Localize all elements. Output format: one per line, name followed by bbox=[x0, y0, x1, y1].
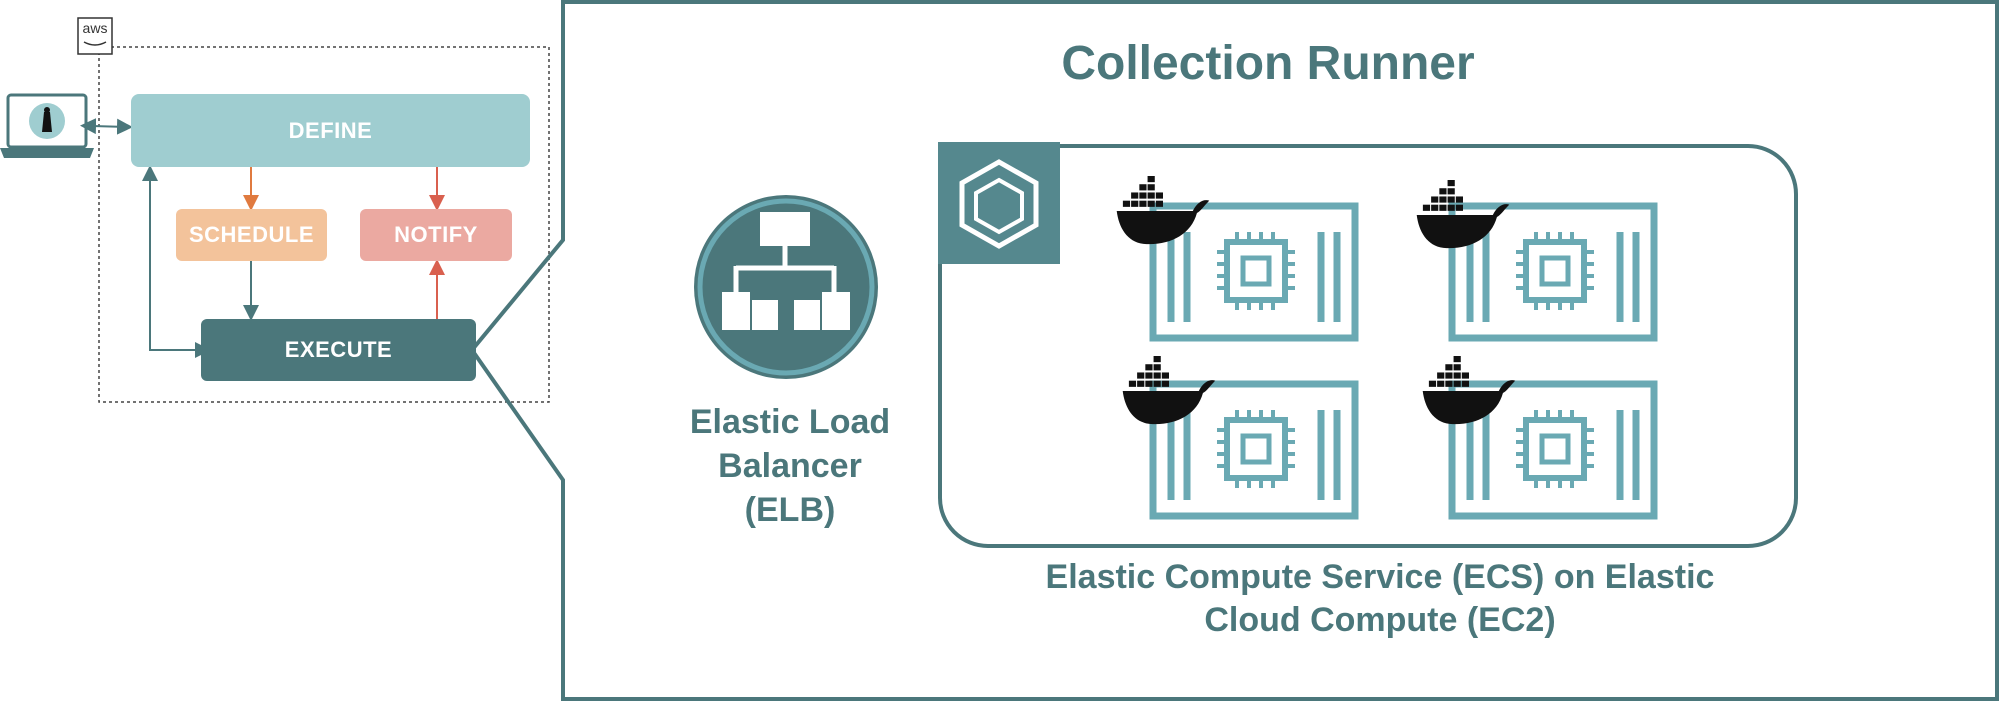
ecs-label-line: Elastic Compute Service (ECS) on Elastic bbox=[1045, 558, 1715, 596]
ecs-cluster-boundary bbox=[938, 144, 1798, 548]
schedule-step: SCHEDULE bbox=[176, 209, 327, 261]
laptop-icon bbox=[0, 93, 94, 158]
ecs-label: Elastic Compute Service (ECS) on Elastic… bbox=[930, 556, 1830, 642]
collection-runner-panel bbox=[469, 0, 1999, 701]
execute-define-loop bbox=[142, 165, 211, 358]
define-step: DEFINE bbox=[131, 94, 530, 167]
elb-label: Elastic Load Balancer (ELB) bbox=[660, 400, 920, 532]
notify-step: NOTIFY bbox=[360, 209, 512, 261]
docker-whale-icon bbox=[1422, 356, 1516, 425]
laptop-define-connector bbox=[80, 118, 133, 135]
docker-whale-icon bbox=[1416, 180, 1510, 249]
ecs-label-line: Cloud Compute (EC2) bbox=[1204, 601, 1556, 639]
load-balancer-icon bbox=[694, 195, 878, 379]
execute-step: EXECUTE bbox=[201, 319, 476, 381]
aws-logo-icon bbox=[77, 17, 113, 55]
collection-runner-title: Collection Runner bbox=[1061, 37, 1475, 90]
aws-boundary bbox=[98, 46, 550, 403]
elb-label-line: Balancer bbox=[718, 447, 862, 485]
aws-badge-label: aws bbox=[82, 20, 108, 36]
elb-label-line: (ELB) bbox=[744, 491, 836, 529]
docker-whale-icon bbox=[1122, 356, 1216, 425]
ecs-icon bbox=[938, 142, 1060, 264]
elb-label-line: Elastic Load bbox=[689, 403, 891, 441]
docker-whale-icon bbox=[1116, 176, 1210, 245]
